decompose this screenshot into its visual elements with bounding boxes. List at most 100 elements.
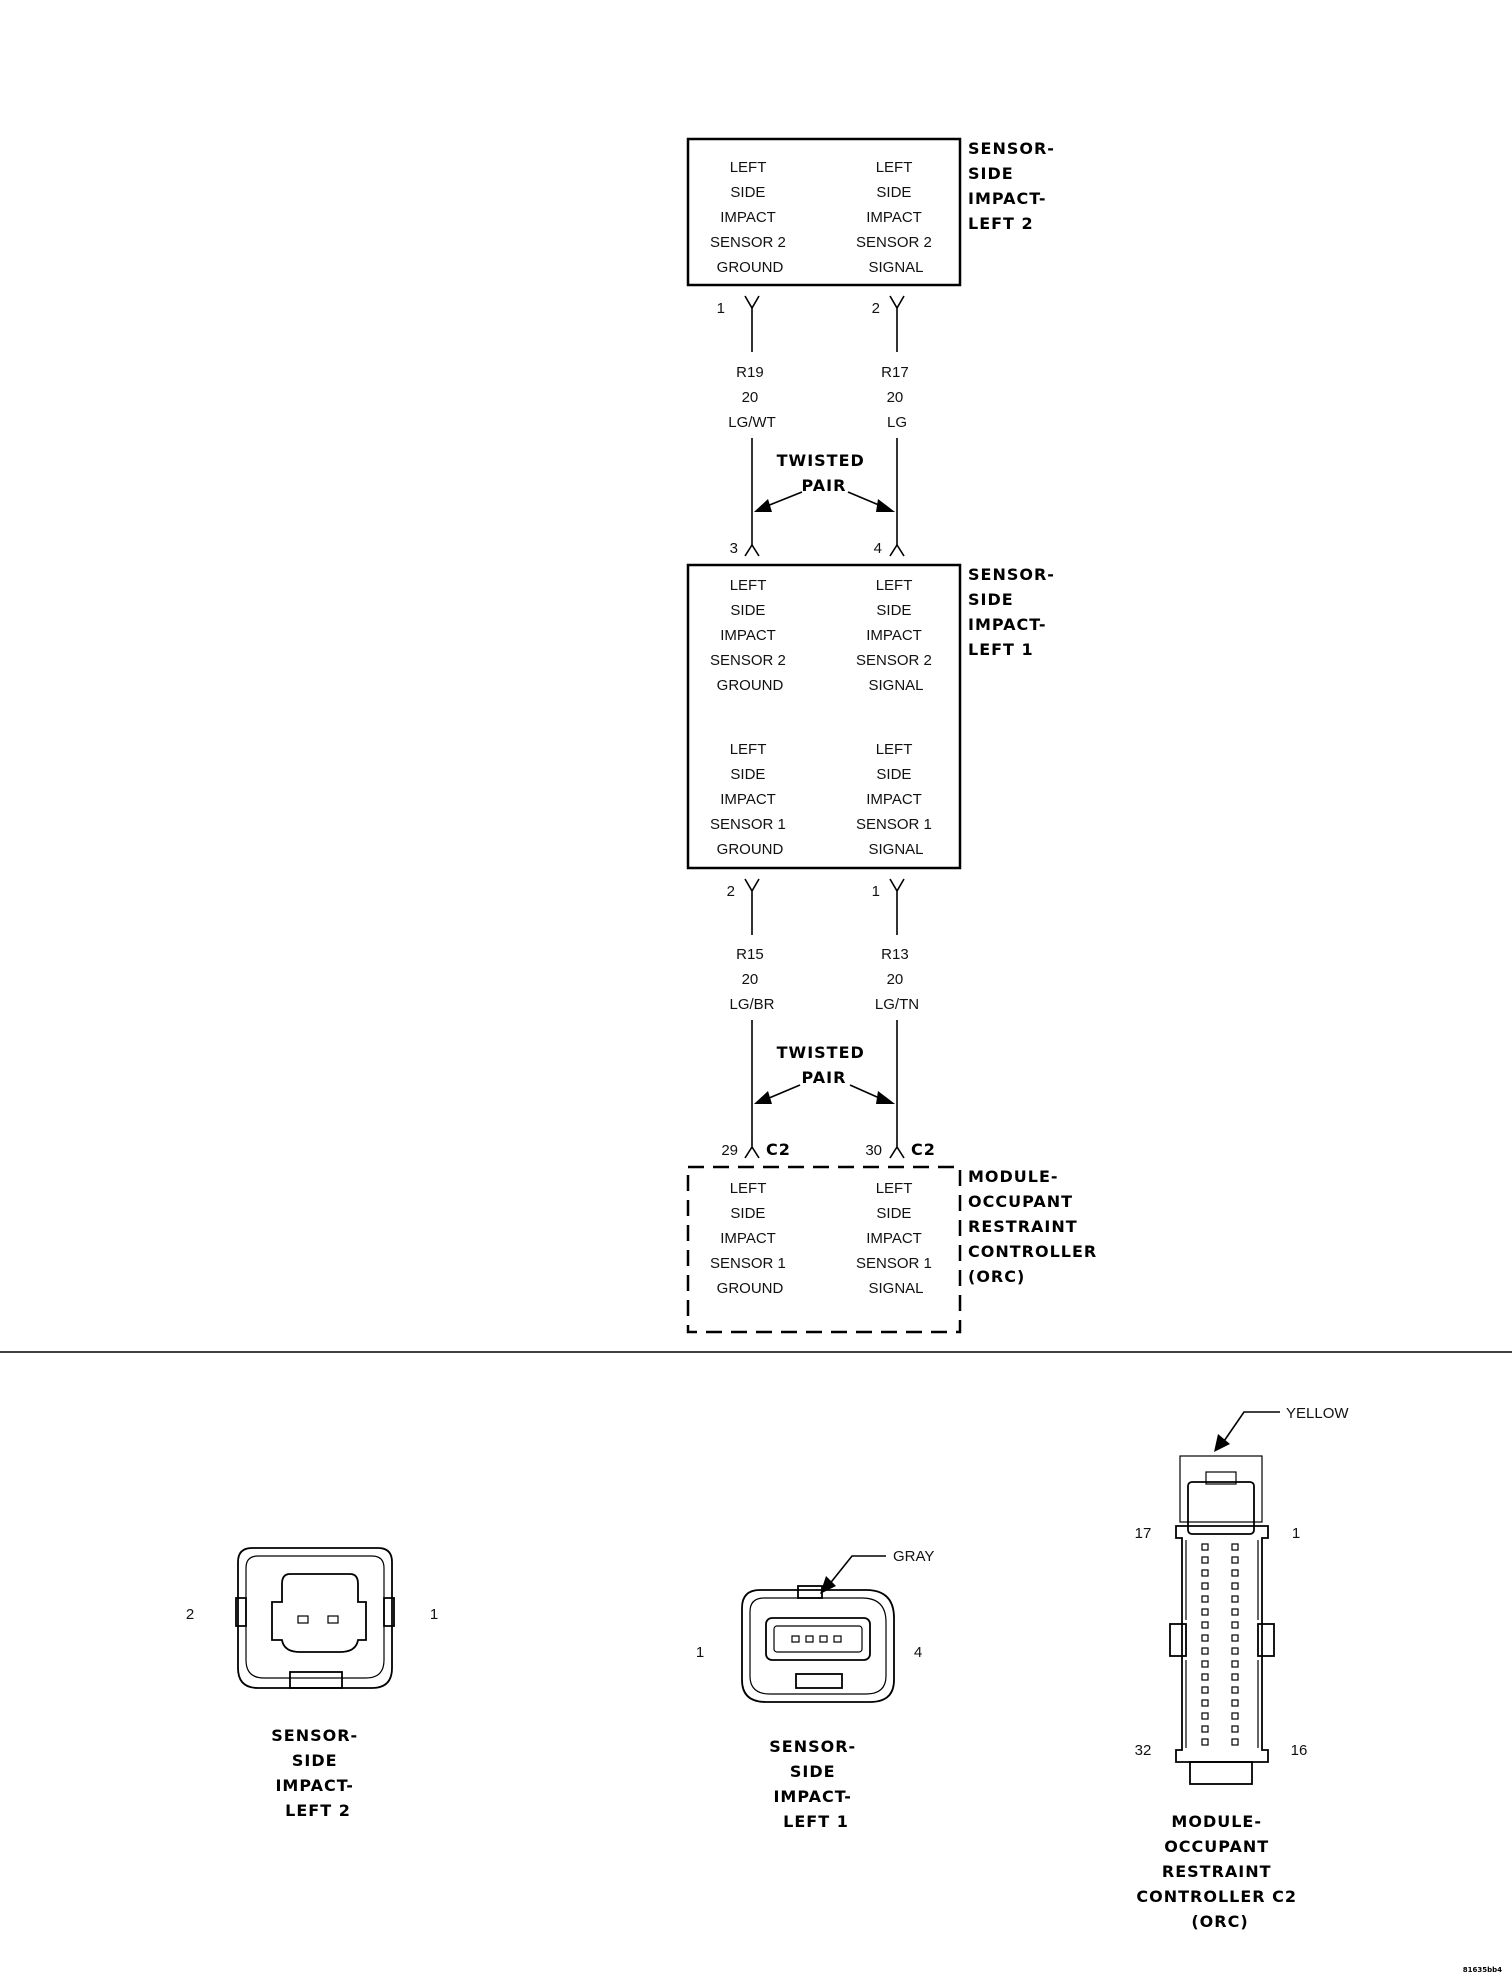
terminal-cavity [1231,1608,1239,1616]
orc-ribs [1185,1540,1259,1748]
terminal-cavity [1231,1582,1239,1590]
connector-left1-inner [749,1597,887,1695]
sensor-left1-box: LEFT SIDE IMPACT SENSOR 2 GROUND LEFT SI… [686,563,1062,870]
terminal-cavity [1201,1569,1209,1577]
left1-s1-ground-text: LEFT SIDE IMPACT SENSOR 1 GROUND [710,741,790,858]
terminal-cavity [1201,1660,1209,1668]
pin-label: 2 [186,1606,194,1623]
orc-terminal-grid [1201,1543,1239,1746]
left2-title: SENSOR- SIDE IMPACT- LEFT 2 [968,139,1062,233]
terminal-cavity [1201,1725,1209,1733]
terminal-slot [819,1635,828,1643]
terminal-slot [327,1615,339,1624]
left1-top-terminals: 3 4 [730,540,905,557]
pin-label: 1 [1292,1525,1300,1542]
terminal-cavity [1231,1569,1239,1577]
left1-bottom-terminals: 2 1 [727,878,905,935]
terminal-v [744,543,760,557]
orc-top-housing [1179,1455,1263,1523]
connector-left1-view: GRAY 1 4 SENSOR- SIDE IMPACT- LEFT 1 [696,1548,935,1831]
connector-left2-label: SENSOR- SIDE IMPACT- LEFT 2 [271,1726,365,1820]
pin-label: 1 [872,883,880,900]
terminal-cavity [1201,1634,1209,1642]
pin-label: 4 [874,540,882,557]
twisted-pair-label: TWISTED PAIR [777,451,872,495]
terminal-cavity [1201,1543,1209,1551]
color-label: GRAY [893,1548,934,1565]
terminal-cavity [1231,1595,1239,1603]
connector-left2-body [237,1547,393,1689]
sensor-left2-box: LEFT SIDE IMPACT SENSOR 2 GROUND LEFT SI… [686,137,1062,287]
terminal-cavity [1231,1647,1239,1655]
arrowhead [1214,1434,1230,1452]
terminal-slot [297,1615,309,1624]
terminal-cavity [1231,1699,1239,1707]
left2-signal-text: LEFT SIDE IMPACT SENSOR 2 SIGNAL [856,159,936,276]
terminal-cavity [1201,1608,1209,1616]
terminal-cavity [1231,1686,1239,1694]
pin-label: 3 [730,540,738,557]
twisted-pair-lower: TWISTED PAIR [754,1043,895,1104]
wire-r15-label: R15 20 LG/BR [729,946,774,1013]
terminal-cavity [1231,1556,1239,1564]
orc-ground-text: LEFT SIDE IMPACT SENSOR 1 GROUND [710,1180,790,1297]
arrowhead [754,499,772,512]
connector-id: C2 [766,1140,791,1159]
left2-terminals: 1 2 [717,295,905,352]
connector-left1-tab [795,1673,843,1689]
wire-r17-label: R17 20 LG [881,364,913,431]
connector-left2-inner [245,1555,385,1679]
terminal-cavity [1201,1647,1209,1655]
orc-signal-text: LEFT SIDE IMPACT SENSOR 1 SIGNAL [856,1180,936,1297]
terminal-cavity [1231,1660,1239,1668]
arrowhead [754,1091,772,1104]
orc-bottom [1189,1761,1253,1785]
terminal-v [889,543,905,557]
terminal-cavity [1231,1738,1239,1746]
terminal-cavity [1201,1699,1209,1707]
orc-outline [686,1165,962,1334]
arrowhead [876,1091,895,1104]
terminal-cavity [1231,1712,1239,1720]
terminal-cavity [1231,1725,1239,1733]
pin-label: 4 [914,1644,922,1661]
figure-id: 81635bb4 [1463,1966,1502,1974]
terminal-cavity [1201,1738,1209,1746]
connector-left2-cavity [271,1573,367,1653]
connector-left1-label: SENSOR- SIDE IMPACT- LEFT 1 [769,1737,863,1831]
connector-left2-tab [289,1671,343,1689]
orc-box: LEFT SIDE IMPACT SENSOR 1 GROUND LEFT SI… [686,1165,1096,1334]
connector-left1-cavity-inner [773,1625,863,1653]
pin-label: 1 [430,1606,438,1623]
terminal-cavity [1201,1556,1209,1564]
terminal-cavity [1231,1634,1239,1642]
terminal-cavity [1201,1621,1209,1629]
color-leader [827,1555,886,1587]
connector-orc-view: YELLOW 17 1 32 16 MODULE- OCCUPANT RESTR… [1135,1405,1350,1931]
wire-r13-label: R13 20 LG/TN [875,946,919,1013]
terminal-cavity [1201,1673,1209,1681]
pin-label: 2 [727,883,735,900]
orc-body [1175,1525,1269,1763]
pin-label: 2 [872,300,880,317]
pin-label: 16 [1291,1742,1308,1759]
terminal-y [889,295,905,352]
pin-label: 1 [717,300,725,317]
pin-label: 17 [1135,1525,1152,1542]
connector-left1-cavity [765,1617,871,1661]
orc-side-latch [1169,1623,1187,1657]
left1-s2-signal-text: LEFT SIDE IMPACT SENSOR 2 SIGNAL [856,577,936,694]
terminal-slot [833,1635,842,1643]
terminal-y [744,878,760,935]
orc-side-latch [1257,1623,1275,1657]
sensor-left2-outline [686,137,962,287]
connector-left1-body [741,1589,895,1703]
connector-left2-latch [235,1597,395,1627]
orc-cap [1187,1481,1255,1535]
left1-title: SENSOR- SIDE IMPACT- LEFT 1 [968,565,1062,659]
terminal-cavity [1231,1543,1239,1551]
terminal-cavity [1201,1686,1209,1694]
terminal-y [889,878,905,935]
terminal-y [744,295,760,352]
